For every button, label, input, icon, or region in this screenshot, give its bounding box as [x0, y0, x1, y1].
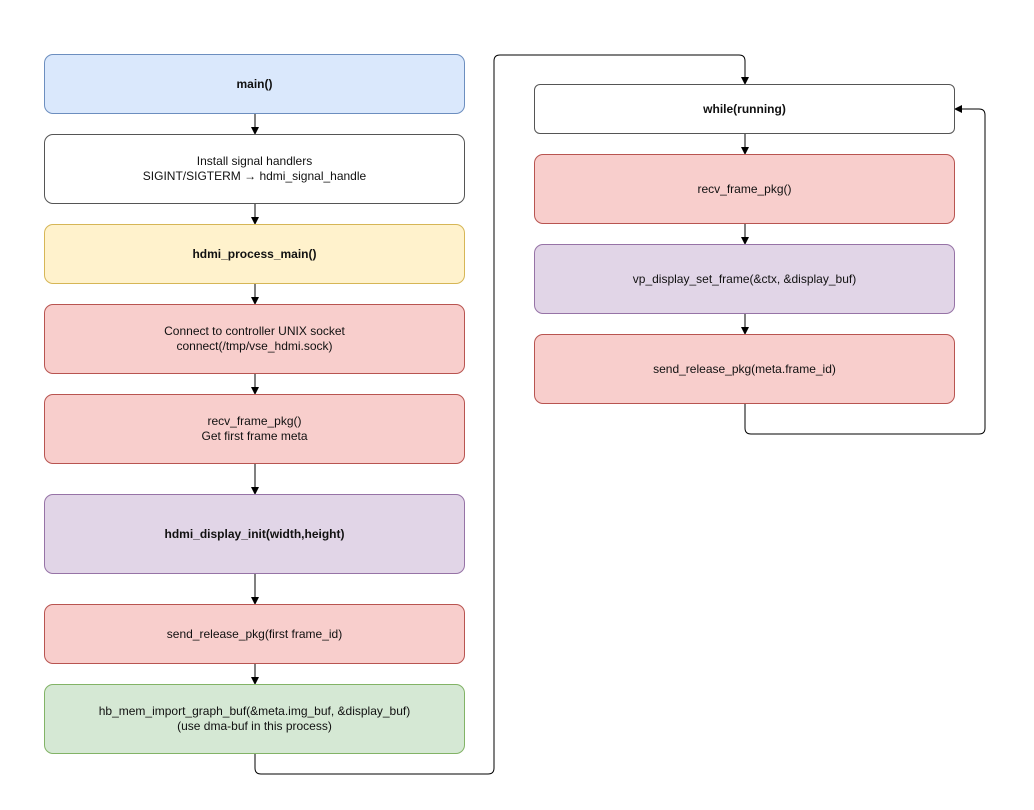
node-signal-handlers-line-1: Install signal handlers	[196, 154, 313, 168]
node-main-label: main()	[236, 76, 273, 91]
node-display-init-label: hdmi_display_init(width,height)	[164, 526, 345, 541]
node-connect-socket-line-1: Connect to controller UNIX socket	[164, 324, 345, 338]
node-set-frame-label: vp_display_set_frame(&ctx, &display_buf)	[632, 271, 857, 286]
node-import-graph-buf: hb_mem_import_graph_buf(&meta.img_buf, &…	[44, 684, 465, 754]
node-recv-first-frame-line-2: Get first frame meta	[201, 429, 308, 443]
node-import-graph-buf-line-2: (use dma-buf in this process)	[177, 719, 332, 733]
node-connect-socket: Connect to controller UNIX socket connec…	[44, 304, 465, 374]
node-release-first-frame-label: send_release_pkg(first frame_id)	[166, 626, 343, 641]
node-while-running-label: while(running)	[703, 101, 786, 116]
node-set-frame: vp_display_set_frame(&ctx, &display_buf)	[534, 244, 955, 314]
edge-loop-back-to-while	[744, 105, 986, 435]
node-recv-first-frame: recv_frame_pkg() Get first frame meta	[44, 394, 465, 464]
node-release-frame-loop-label: send_release_pkg(meta.frame_id)	[653, 361, 836, 376]
node-display-init: hdmi_display_init(width,height)	[44, 494, 465, 574]
node-recv-frame-loop: recv_frame_pkg()	[534, 154, 955, 224]
node-release-frame-loop: send_release_pkg(meta.frame_id)	[534, 334, 955, 404]
node-main: main()	[44, 54, 465, 114]
node-recv-first-frame-line-1: recv_frame_pkg()	[207, 414, 302, 428]
edge-import-buf-to-while	[254, 54, 749, 775]
node-recv-frame-loop-label: recv_frame_pkg()	[697, 181, 792, 196]
node-release-first-frame: send_release_pkg(first frame_id)	[44, 604, 465, 664]
node-signal-handlers: Install signal handlers SIGINT/SIGTERM →…	[44, 134, 465, 204]
node-process-main: hdmi_process_main()	[44, 224, 465, 284]
node-import-graph-buf-line-1: hb_mem_import_graph_buf(&meta.img_buf, &…	[98, 704, 411, 718]
node-while-running: while(running)	[534, 84, 955, 134]
node-connect-socket-line-2: connect(/tmp/vse_hdmi.sock)	[176, 339, 333, 353]
node-process-main-label: hdmi_process_main()	[192, 246, 317, 261]
node-signal-handlers-line-2: SIGINT/SIGTERM → hdmi_signal_handle	[142, 169, 367, 183]
